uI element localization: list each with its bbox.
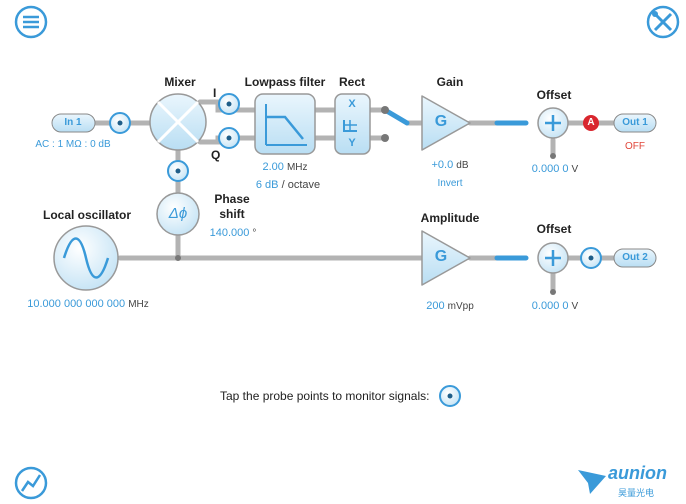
gain-symbol: G [434, 113, 448, 130]
probe-hint-text: Tap the probe points to monitor signals: [220, 389, 430, 403]
phase-value-number: 140.000 [209, 227, 250, 239]
in1-button[interactable] [51, 113, 96, 133]
rect-x-label: X [348, 98, 356, 110]
out2-button[interactable] [613, 248, 657, 268]
offset1-title: Offset [536, 88, 572, 102]
wire-junctions [175, 106, 556, 295]
local-osc-frequency-unit: MHz [128, 299, 149, 310]
mixer-title: Mixer [164, 75, 196, 89]
amplitude-value[interactable]: 200 mVpp [426, 300, 474, 312]
local-oscillator-block[interactable] [53, 225, 119, 291]
rect-y-label: Y [348, 137, 356, 149]
gain-value-number: +0.0 [431, 159, 454, 171]
mixer-block[interactable] [149, 93, 207, 151]
gain-title: Gain [436, 75, 464, 89]
gain-invert-toggle[interactable]: Invert [437, 178, 463, 189]
out1-state: OFF [625, 141, 645, 152]
gain-block[interactable] [421, 95, 471, 151]
watermark-text: aunion [608, 463, 667, 483]
amplitude-block[interactable] [421, 230, 471, 286]
lowpass-block[interactable] [254, 93, 316, 155]
offset1-value[interactable]: 0.000 0 V [532, 163, 578, 175]
probe-out2[interactable] [580, 247, 602, 269]
watermark-subtext: 昊量光电 [618, 488, 655, 498]
out1-label: Out 1 [622, 117, 648, 128]
phase-value[interactable]: 140.000 ° [210, 227, 257, 239]
offset2-block[interactable] [537, 242, 569, 274]
amplitude-value-number: 200 [426, 300, 445, 312]
active-wires [382, 107, 529, 261]
offset1-value-number: 0.000 0 [531, 163, 569, 175]
phase-shift-block[interactable] [156, 192, 200, 236]
lowpass-frequency[interactable]: 2.00 MHz [262, 161, 307, 173]
amplitude-value-unit: mVpp [447, 301, 474, 312]
in1-coupling[interactable]: AC : 1 MΩ : 0 dB [35, 139, 111, 150]
offset1-value-unit: V [571, 164, 579, 175]
offset2-value-unit: V [571, 301, 579, 312]
lowpass-frequency-value: 2.00 [262, 161, 284, 173]
watermark-logo [578, 470, 606, 494]
offset2-title: Offset [536, 222, 572, 236]
probe-legend-icon[interactable] [439, 385, 461, 407]
menu-icon[interactable] [14, 5, 48, 39]
signal-wires [92, 99, 617, 295]
rect-block[interactable] [334, 93, 371, 155]
local-osc-frequency-value: 10.000 000 000 000 [27, 298, 126, 310]
gain-value[interactable]: +0.0 dB [431, 159, 468, 171]
probe-q[interactable] [218, 127, 240, 149]
out1-button[interactable] [613, 113, 657, 133]
probe-lo[interactable] [167, 160, 189, 182]
probe-i[interactable] [218, 93, 240, 115]
mixer-q-label: Q [211, 148, 221, 162]
alarm-label: A [587, 117, 595, 128]
lowpass-slope[interactable]: 6 dB / octave [256, 179, 320, 191]
mixer-i-label: I [213, 86, 217, 100]
local-osc-title: Local oscillator [42, 208, 132, 222]
lowpass-frequency-unit: MHz [286, 162, 308, 173]
amplitude-title: Amplitude [420, 211, 480, 225]
phase-title-line2: shift [219, 207, 245, 221]
phase-symbol: Δϕ [168, 205, 188, 222]
gain-value-unit: dB [456, 160, 469, 171]
local-osc-frequency[interactable]: 10.000 000 000 000 MHz [27, 298, 149, 310]
in1-label: In 1 [64, 117, 82, 128]
amplitude-symbol: G [434, 248, 448, 265]
probe-in1[interactable] [109, 112, 131, 134]
lowpass-slope-unit: / octave [281, 179, 321, 191]
lowpass-slope-value: 6 dB [255, 179, 279, 191]
lowpass-title: Lowpass filter [244, 75, 326, 89]
offset2-value[interactable]: 0.000 0 V [532, 300, 578, 312]
phase-value-unit: ° [252, 228, 257, 239]
alarm-badge [583, 115, 599, 131]
chart-icon[interactable] [14, 466, 48, 500]
out2-label: Out 2 [622, 252, 648, 263]
phase-title-line1: Phase [214, 192, 250, 206]
offset1-block[interactable] [537, 107, 569, 139]
offset2-value-number: 0.000 0 [531, 300, 569, 312]
rect-title: Rect [338, 75, 366, 89]
tools-icon[interactable] [646, 5, 680, 39]
